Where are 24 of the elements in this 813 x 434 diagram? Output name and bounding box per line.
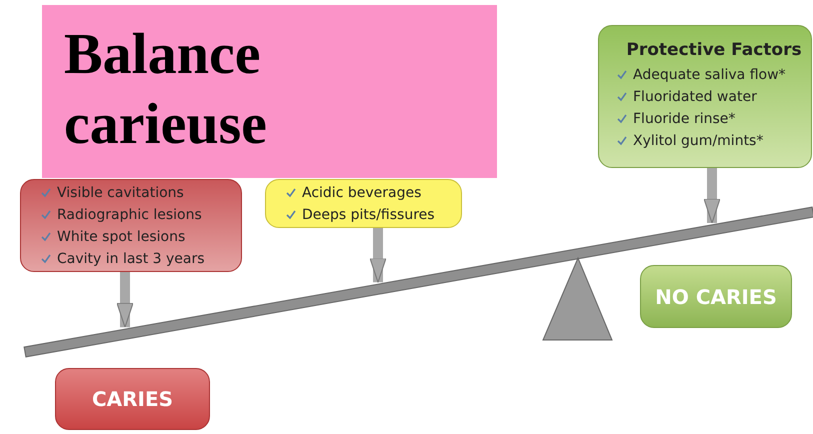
factor-item: Deeps pits/fissures (302, 206, 435, 225)
factor-item: Fluoride rinse* (633, 110, 736, 129)
factor-item: Radiographic lesions (57, 206, 202, 225)
factor-item: Cavity in last 3 years (57, 250, 205, 269)
fulcrum-triangle (542, 256, 613, 340)
protective-factor-box (598, 25, 812, 168)
outcome-label: CARIES (92, 387, 174, 411)
arrow (370, 228, 386, 283)
arrow (116, 272, 134, 328)
factor-item: White spot lesions (57, 228, 186, 247)
factor-item: Visible cavitations (57, 184, 184, 203)
factor-item: Adequate saliva flow* (633, 66, 786, 85)
risk-factor-box (265, 179, 462, 228)
outcome-box (640, 265, 792, 328)
box-heading: Protective Factors (625, 40, 803, 60)
title-banner: Balance carieuse (42, 5, 497, 178)
arrow (704, 168, 720, 224)
balance-beam (24, 206, 813, 358)
factor-item: Acidic beverages (302, 184, 422, 203)
factor-item: Fluoridated water (633, 88, 757, 107)
risk-factor-box (20, 179, 242, 272)
outcome-label: NO CARIES (655, 284, 777, 308)
factor-item: Xylitol gum/mints* (633, 132, 764, 151)
outcome-box (55, 368, 210, 430)
